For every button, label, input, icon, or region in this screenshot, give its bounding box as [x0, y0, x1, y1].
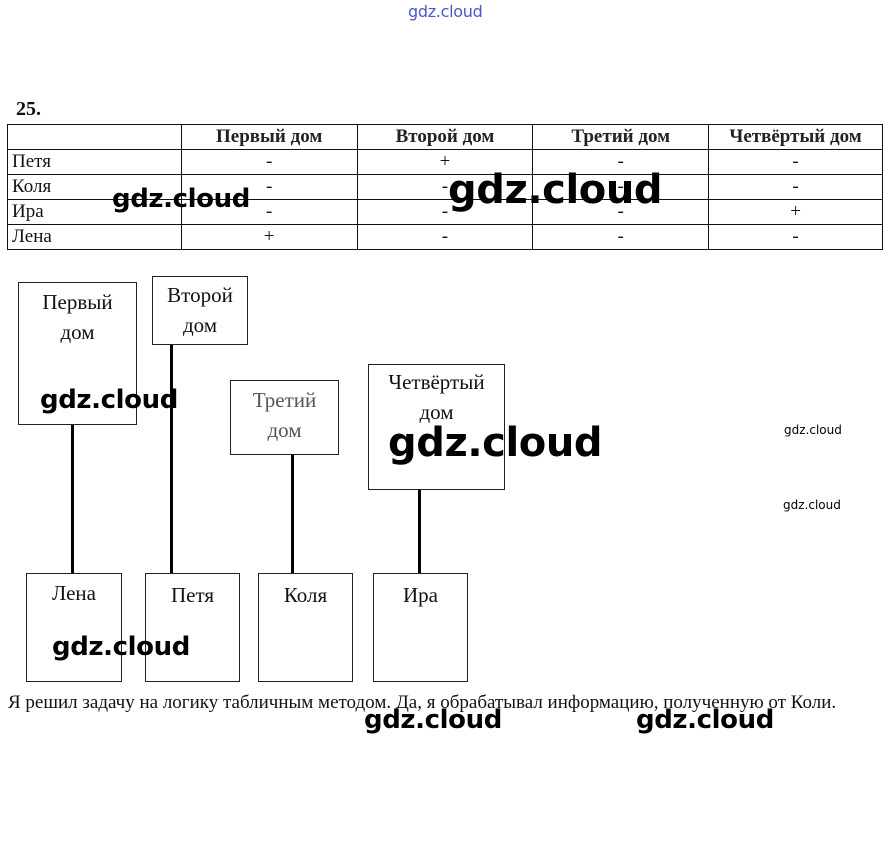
cell-mark: -	[356, 174, 534, 200]
cell-mark: -	[708, 224, 883, 250]
cell-mark: -	[532, 149, 710, 175]
watermark: gdz.cloud	[784, 423, 842, 437]
house-box-1: Первый дом	[18, 282, 137, 425]
watermark: gdz.cloud	[40, 385, 178, 415]
row-name: Лена	[7, 224, 182, 250]
table-header-house-1: Первый дом	[180, 124, 358, 150]
person-box-petya: Петя	[145, 573, 240, 682]
watermark: gdz.cloud	[52, 632, 190, 662]
connector-line	[71, 424, 74, 574]
table-header-house-2: Второй дом	[356, 124, 534, 150]
person-label: Коля	[283, 583, 328, 607]
cell-mark: -	[532, 199, 710, 225]
table-header-house-4: Четвёртый дом	[708, 124, 883, 150]
row-name: Петя	[7, 149, 182, 175]
person-box-lena: Лена	[26, 573, 122, 682]
table-row: Петя - + - -	[7, 149, 883, 175]
table-row: Лена + - - -	[7, 224, 883, 250]
person-box-kolya: Коля	[258, 573, 353, 682]
person-label: Петя	[170, 583, 215, 607]
connector-line	[418, 489, 421, 574]
connector-line	[291, 454, 294, 574]
cell-mark: +	[708, 199, 883, 225]
house-box-4: Четвёртый дом	[368, 364, 505, 490]
watermark: gdz.cloud	[364, 705, 502, 735]
cell-mark: -	[180, 199, 358, 225]
house-box-3: Третий дом	[230, 380, 339, 455]
cell-mark: +	[180, 224, 358, 250]
watermark-top[interactable]: gdz.cloud	[408, 2, 483, 21]
cell-mark: -	[356, 199, 534, 225]
watermark: gdz.cloud	[448, 167, 663, 213]
house-label: Второй	[167, 283, 233, 307]
row-name: Ира	[7, 199, 182, 225]
person-box-ira: Ира	[373, 573, 468, 682]
person-label: Лена	[52, 581, 96, 605]
cell-mark: +	[356, 149, 534, 175]
cell-mark: -	[356, 224, 534, 250]
logic-table: Первый дом Второй дом Третий дом Четвёрт…	[7, 124, 883, 250]
connector-line	[170, 344, 173, 574]
house-label: дом	[267, 418, 302, 442]
cell-mark: -	[708, 149, 883, 175]
house-label: Третий	[252, 388, 317, 412]
house-label: дом	[419, 400, 454, 424]
cell-mark: -	[708, 174, 883, 200]
table-header-house-3: Третий дом	[532, 124, 710, 150]
watermark: gdz.cloud	[388, 420, 603, 466]
task-number: 25.	[16, 98, 41, 120]
answer-paragraph: Я решил задачу на логику табличным метод…	[8, 692, 837, 713]
house-label: дом	[182, 313, 218, 337]
house-label: Четвёртый	[388, 370, 485, 394]
house-label: дом	[60, 320, 95, 344]
house-box-2: Второй дом	[152, 276, 248, 345]
table-row: Коля - - - -	[7, 174, 883, 200]
watermark: gdz.cloud	[783, 498, 841, 512]
person-label: Ира	[403, 583, 438, 607]
cell-mark: -	[532, 224, 710, 250]
cell-mark: -	[180, 149, 358, 175]
table-header-corner	[7, 124, 182, 150]
table-row: Ира - - - +	[7, 199, 883, 225]
watermark: gdz.cloud	[636, 705, 774, 735]
house-label: Первый	[42, 290, 113, 314]
watermark: gdz.cloud	[112, 184, 250, 214]
table-header-row: Первый дом Второй дом Третий дом Четвёрт…	[7, 124, 883, 150]
